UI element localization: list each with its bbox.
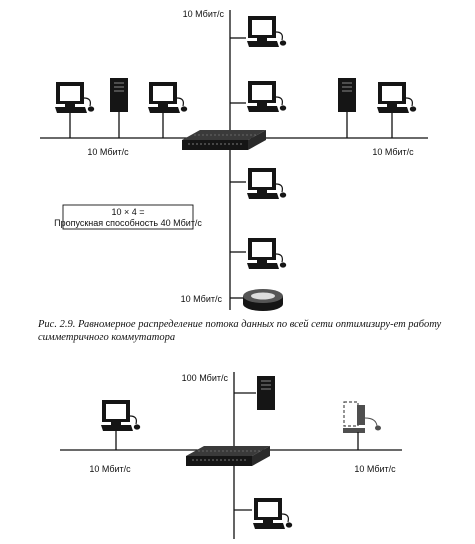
workstation-icon bbox=[100, 399, 141, 432]
workstation-icon bbox=[252, 497, 293, 530]
workstation-icon bbox=[147, 81, 188, 114]
figure-ref: Рис. 2.9. bbox=[38, 319, 76, 330]
diagram-1: 10 Мбит/с 10 Мбит/с 10 Мбит/с bbox=[40, 9, 428, 311]
workstation-icon bbox=[246, 80, 287, 113]
switch-icon bbox=[185, 445, 271, 467]
left-segment-label: 10 Мбит/с bbox=[87, 147, 129, 157]
server-icon bbox=[256, 375, 276, 411]
figure-caption: Рис. 2.9. Равномерное распределение пото… bbox=[38, 318, 448, 344]
printer-icon bbox=[243, 289, 283, 311]
right-segment-label: 10 Мбит/с bbox=[372, 147, 414, 157]
diagram-2: 100 Мбит/с 10 Мбит/с 10 Мбит/с bbox=[60, 372, 402, 539]
workstation-icon bbox=[376, 81, 417, 114]
throughput-box bbox=[62, 204, 194, 230]
workstation-icon bbox=[246, 237, 287, 270]
top-segment-label: 10 Мбит/с bbox=[183, 9, 225, 19]
throughput-line-2: Пропускная способность 40 Мбит/с bbox=[54, 218, 202, 228]
left-segment-label-2: 10 Мбит/с bbox=[89, 464, 131, 474]
workstation-icon bbox=[343, 401, 381, 433]
throughput-line-1: 10 × 4 = bbox=[111, 207, 144, 217]
workstation-icon bbox=[246, 15, 287, 48]
workstation-icon bbox=[54, 81, 95, 114]
bottom-segment-label: 10 Мбит/с bbox=[181, 294, 223, 304]
server-icon bbox=[337, 77, 357, 113]
right-segment-label-2: 10 Мбит/с bbox=[354, 464, 396, 474]
caption-text: Равномерное распределение потока данных … bbox=[38, 319, 442, 343]
workstation-icon bbox=[246, 167, 287, 200]
server-link-label: 100 Мбит/с bbox=[182, 373, 229, 383]
switch-icon bbox=[181, 129, 267, 151]
server-icon bbox=[109, 77, 129, 113]
